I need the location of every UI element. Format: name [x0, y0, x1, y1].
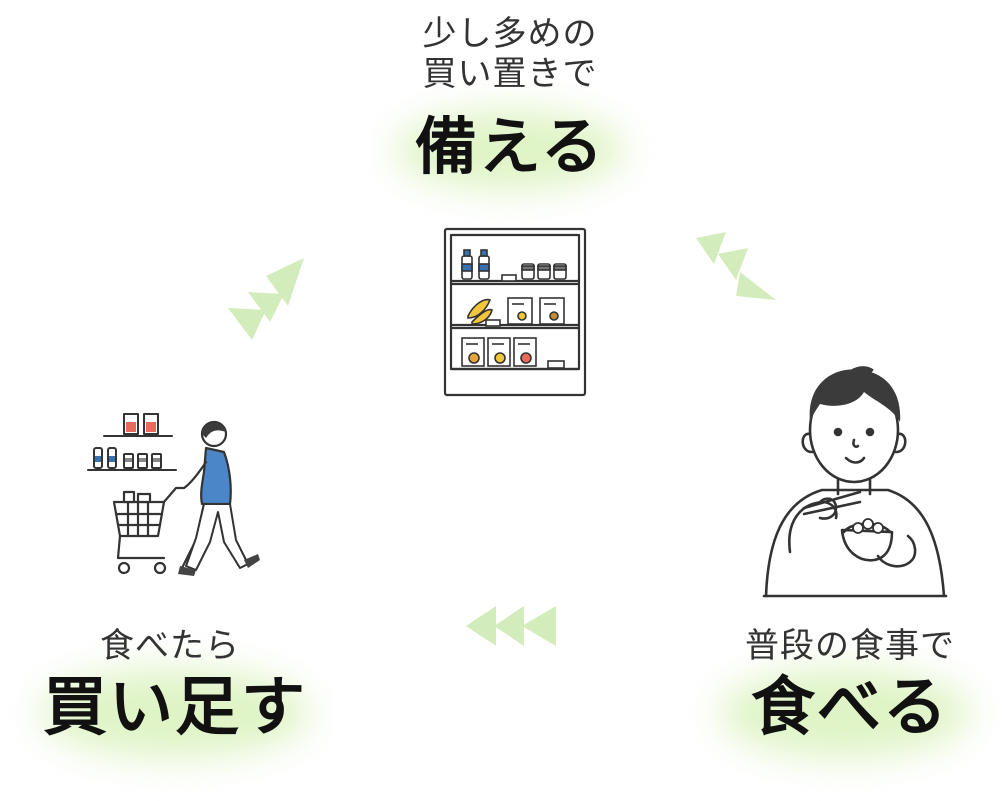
prepare-caption-line2: 買い置きで: [422, 54, 598, 94]
pantry-shelf-icon: [442, 226, 588, 398]
eat-caption: 普段の食事で: [745, 626, 955, 666]
person-eating-icon: [760, 352, 950, 598]
eat-glow: [720, 668, 970, 758]
restock-caption: 食べたら: [100, 626, 240, 666]
eat-headline: 食べる: [751, 671, 949, 745]
prepare-glow: [395, 110, 625, 190]
restock-headline: 買い足す: [43, 671, 307, 745]
prepare-caption: 少し多めの 買い置きで: [360, 14, 660, 94]
shopping-cart-person-icon: [84, 408, 264, 580]
prepare-headline: 備える: [414, 110, 606, 183]
triple-chevron-up-right-icon: [226, 256, 308, 342]
prepare-caption-line1: 少し多めの: [422, 14, 598, 54]
triple-chevron-left-icon: [464, 602, 560, 650]
restock-glow: [40, 668, 310, 758]
triple-chevron-down-right-icon: [692, 228, 784, 304]
